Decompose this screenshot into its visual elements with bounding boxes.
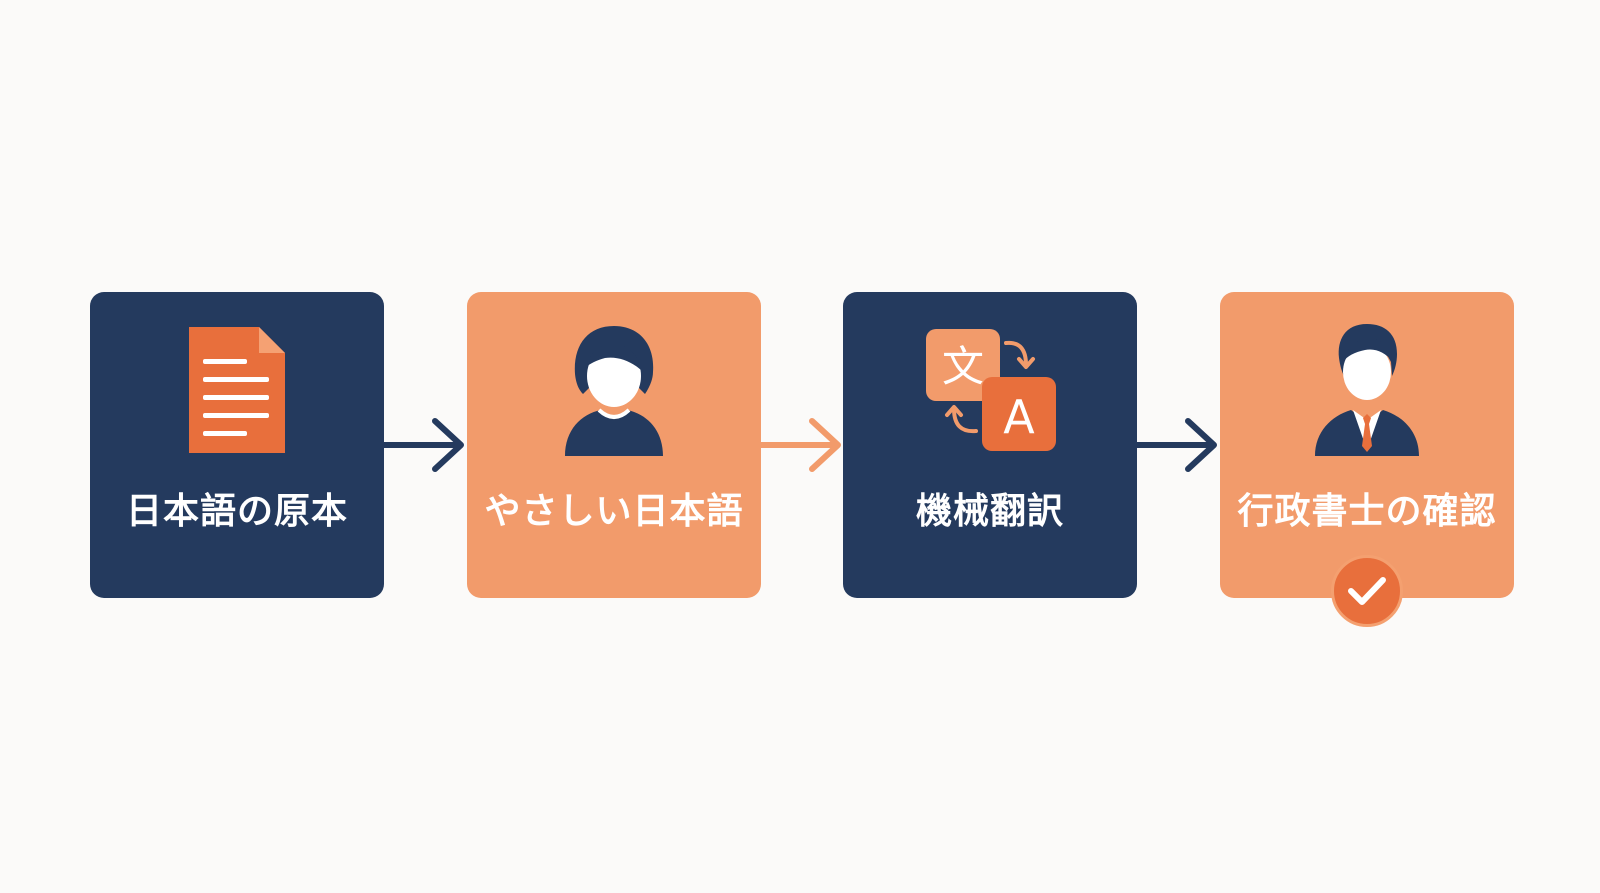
arrow-right-icon (383, 418, 464, 472)
step-label: 日本語の原本 (125, 491, 348, 532)
translate-source-glyph: 文 (942, 342, 984, 391)
arrow-right-icon (1136, 418, 1217, 472)
businessman-icon (1220, 322, 1514, 458)
checkmark-icon (1348, 577, 1386, 605)
document-icon (90, 322, 384, 458)
step-machine-translation: 文 A 機械翻訳 (843, 292, 1137, 598)
translate-icon: 文 A (843, 322, 1137, 458)
step-easy-japanese: やさしい日本語 (467, 292, 761, 598)
step-label: 機械翻訳 (915, 491, 1064, 532)
step-label: やさしい日本語 (484, 491, 744, 532)
step-original-japanese: 日本語の原本 (90, 292, 384, 598)
step-scrivener-check: 行政書士の確認 (1220, 292, 1514, 598)
step-label: 行政書士の確認 (1237, 491, 1497, 532)
arrow-right-icon (760, 418, 841, 472)
person-icon (467, 322, 761, 458)
translate-target-glyph: A (1003, 390, 1035, 444)
check-badge (1331, 555, 1403, 627)
